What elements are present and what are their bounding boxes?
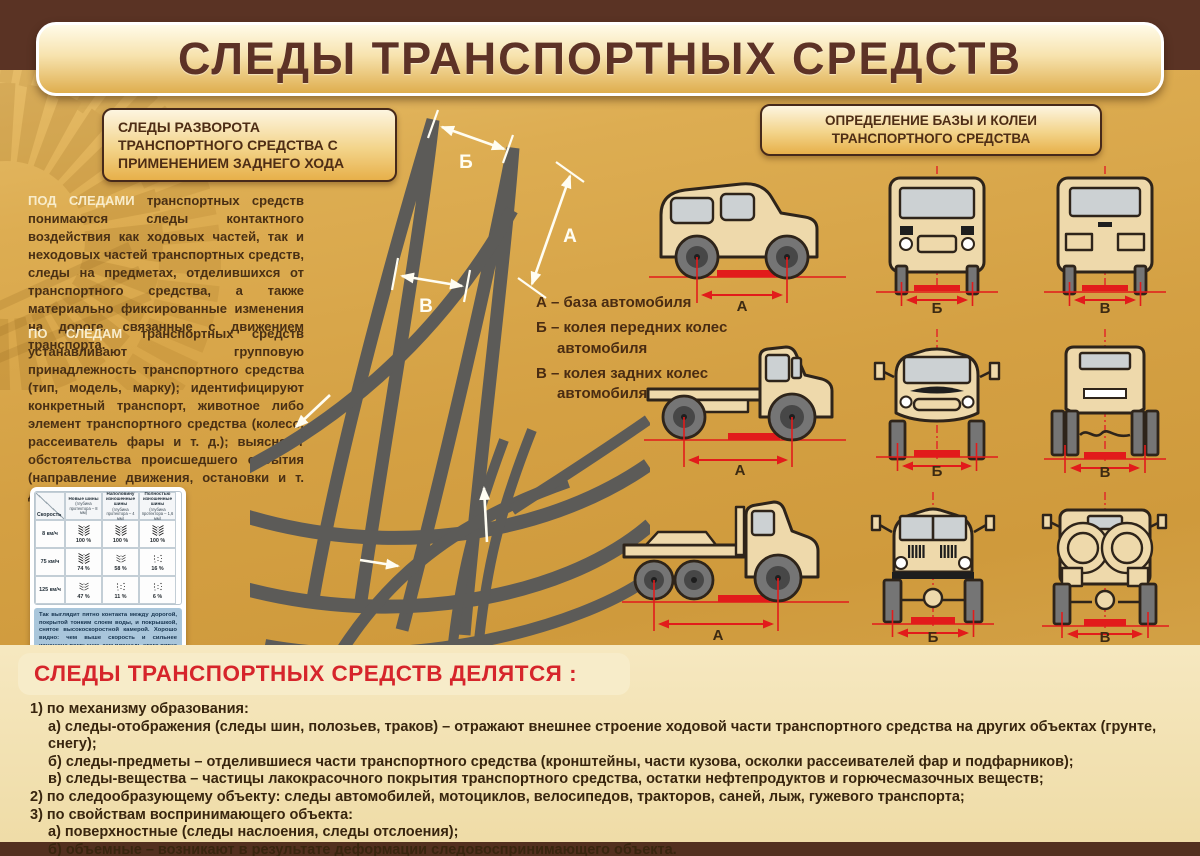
list-item: а) следы-отображения (следы шин, полозье…	[48, 718, 1157, 753]
suv-side-view: А	[649, 182, 846, 312]
table-cell: 47 %	[65, 576, 102, 604]
table-cell: 16 %	[139, 548, 176, 576]
dimension-label-base: А	[563, 226, 577, 247]
svg-text:А: А	[737, 298, 748, 312]
truck-rear-view: В	[1044, 329, 1166, 477]
tread-patch-icon	[75, 580, 93, 593]
classification-list: 1) по механизму образования: а) следы-от…	[30, 701, 1180, 856]
list-item: 2) по следообразующему объекту: следы ав…	[30, 788, 965, 805]
list-item: 3) по свойствам воспринимающего объекта:	[30, 806, 354, 823]
table-cell: 58 %	[102, 548, 139, 576]
svg-text:А: А	[713, 627, 724, 642]
table-row-header: 75 км/ч	[35, 548, 65, 576]
truck-front-view: Б	[873, 329, 1001, 477]
dimension-legend: А – база автомобиля Б – колея передних к…	[536, 293, 741, 409]
dimension-label-front-track: Б	[459, 152, 473, 173]
table-cell: 74 %	[65, 548, 102, 576]
svg-text:В: В	[1100, 629, 1111, 642]
table-cell: 100 %	[102, 520, 139, 548]
list-item: б) объемные – возникают в результате деф…	[48, 841, 677, 856]
table-row-header: 8 км/ч	[35, 520, 65, 548]
tread-patch-icon	[149, 524, 167, 537]
svg-text:А: А	[735, 462, 746, 477]
title-banner: СЛЕДЫ ТРАНСПОРТНЫХ СРЕДСТВ	[36, 22, 1164, 96]
paragraph-text: транспортных средств устанавливают групп…	[28, 326, 305, 502]
contact-patch-table: Скорость Новые шины(глубина протектора –…	[34, 491, 182, 605]
legend-item: Б – колея передних колес автомобиля	[536, 318, 741, 359]
contact-patch-table-card: Скорость Новые шины(глубина протектора –…	[30, 487, 186, 667]
right-section-heading: ОПРЕДЕЛЕНИЕ БАЗЫ И КОЛЕИ ТРАНСПОРТНОГО С…	[760, 104, 1102, 156]
legend-text: – колея передних колес автомобиля	[550, 319, 728, 357]
turning-tracks-diagram: Б А В	[250, 109, 650, 660]
identification-paragraph: ПО СЛЕДАМ транспортных средств устанавли…	[28, 325, 304, 504]
svg-text:Б: Б	[928, 629, 939, 642]
legend-text: – колея задних колес автомобиля	[551, 364, 709, 402]
list-item: 1) по механизму образования:	[30, 701, 249, 717]
table-column-header: Новые шины(глубина протектора – 8 мм)	[65, 492, 102, 520]
suv-rear-view: В	[1044, 166, 1166, 314]
table-cell: 100 %	[65, 520, 102, 548]
paragraph-lead: ПО СЛЕДАМ	[28, 326, 123, 341]
tread-patch-icon	[112, 552, 130, 565]
table-cell: 6 %	[139, 576, 176, 604]
svg-text:Б: Б	[932, 300, 943, 314]
svg-text:В: В	[1100, 300, 1111, 314]
table-row-header: 125 км/ч	[35, 576, 65, 604]
table-corner-cell: Скорость	[35, 492, 65, 520]
tread-patch-icon	[112, 524, 130, 537]
svg-text:В: В	[1100, 464, 1111, 477]
classification-heading: СЛЕДЫ ТРАНСПОРТНЫХ СРЕДСТВ ДЕЛЯТСЯ :	[34, 661, 578, 686]
military-truck-front-view: Б	[870, 492, 996, 642]
tread-patch-icon	[112, 580, 130, 593]
legend-item: В – колея задних колес автомобиля	[536, 364, 741, 405]
tread-patch-icon	[75, 524, 93, 537]
table-column-header: Наполовину изношенные шины(глубина проте…	[102, 492, 139, 520]
paragraph-text: транспортных средств понимаются следы ко…	[28, 193, 304, 352]
table-cell: 100 %	[139, 520, 176, 548]
direction-arrow-icon	[294, 394, 331, 429]
definition-paragraph: ПОД СЛЕДАМИ транспортных средств понимаю…	[28, 192, 304, 353]
list-item: б) следы-предметы – отделившиеся части т…	[48, 753, 1074, 770]
truck-rear-view-spare-wheels: В	[1041, 492, 1169, 642]
legend-term: В	[536, 364, 547, 382]
suv-front-view: Б	[876, 166, 998, 314]
classification-heading-strip: СЛЕДЫ ТРАНСПОРТНЫХ СРЕДСТВ ДЕЛЯТСЯ :	[18, 653, 630, 695]
left-section-heading: СЛЕДЫ РАЗВОРОТА ТРАНСПОРТНОГО СРЕДСТВА С…	[102, 108, 397, 182]
tread-patch-icon	[75, 552, 93, 565]
classification-section: СЛЕДЫ ТРАНСПОРТНЫХ СРЕДСТВ ДЕЛЯТСЯ : 1) …	[0, 645, 1200, 856]
paragraph-lead: ПОД СЛЕДАМИ	[28, 193, 135, 208]
direction-arrow-icon	[479, 486, 491, 543]
list-item: в) следы-вещества – частицы лакокрасочно…	[48, 771, 1044, 788]
poster-title: СЛЕДЫ ТРАНСПОРТНЫХ СРЕДСТВ	[178, 33, 1022, 84]
list-item: а) поверхностные (следы наслоения, следы…	[48, 824, 459, 841]
tread-patch-icon	[149, 552, 167, 565]
bottom-brown-band	[0, 842, 1200, 856]
legend-text: – база автомобиля	[551, 294, 692, 311]
truck-side-view: А	[644, 345, 846, 477]
svg-text:Б: Б	[932, 463, 943, 477]
direction-arrow-icon	[359, 558, 400, 570]
legend-term: А	[536, 294, 547, 311]
legend-term: Б	[536, 319, 547, 337]
tread-patch-icon	[149, 580, 167, 593]
legend-item: А – база автомобиля	[536, 293, 741, 313]
dimension-label-rear-track: В	[419, 296, 433, 317]
table-column-header: Полностью изношенные шины(глубина протек…	[139, 492, 176, 520]
table-cell: 11 %	[102, 576, 139, 604]
semi-tractor-side-view: А	[622, 500, 849, 642]
